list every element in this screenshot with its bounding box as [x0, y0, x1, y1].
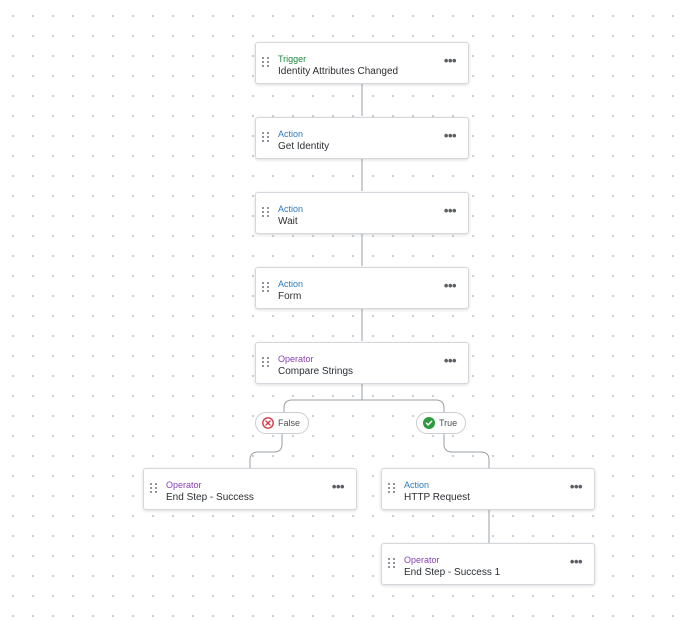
more-horizontal-icon[interactable]: •••	[443, 128, 457, 143]
connector-line	[362, 399, 445, 412]
x-circle-icon	[262, 417, 274, 429]
node-title: End Step - Success	[166, 492, 254, 503]
node-type-label: Operator	[278, 354, 314, 364]
node-title: Compare Strings	[278, 366, 354, 377]
node-title: Get Identity	[278, 141, 330, 152]
drag-handle-icon[interactable]	[150, 483, 158, 495]
workflow-node-form[interactable]: Action Form •••	[255, 267, 469, 309]
more-horizontal-icon[interactable]: •••	[331, 479, 345, 494]
drag-handle-icon[interactable]	[262, 282, 270, 294]
drag-handle-icon[interactable]	[262, 132, 270, 144]
connector-line	[443, 434, 490, 468]
workflow-node-end-step-success-1[interactable]: Operator End Step - Success 1 •••	[381, 543, 595, 585]
branch-true-label: True	[439, 418, 458, 428]
more-horizontal-icon[interactable]: •••	[443, 203, 457, 218]
node-title: Form	[278, 291, 302, 302]
workflow-node-http-request[interactable]: Action HTTP Request •••	[381, 468, 595, 510]
workflow-node-end-step-success[interactable]: Operator End Step - Success •••	[143, 468, 357, 510]
connector-line	[283, 384, 363, 412]
more-horizontal-icon[interactable]: •••	[569, 479, 583, 494]
node-type-label: Action	[278, 279, 304, 289]
workflow-node-get-identity[interactable]: Action Get Identity •••	[255, 117, 469, 159]
workflow-node-wait[interactable]: Action Wait •••	[255, 192, 469, 234]
connector-line	[249, 434, 283, 468]
more-horizontal-icon[interactable]: •••	[443, 353, 457, 368]
drag-handle-icon[interactable]	[262, 57, 270, 69]
check-circle-icon	[423, 417, 435, 429]
node-type-label: Action	[278, 204, 304, 214]
node-title: End Step - Success 1	[404, 567, 501, 578]
workflow-node-trigger[interactable]: Trigger Identity Attributes Changed •••	[255, 42, 469, 84]
node-type-label: Operator	[166, 480, 202, 490]
workflow-node-compare-strings[interactable]: Operator Compare Strings •••	[255, 342, 469, 384]
drag-handle-icon[interactable]	[388, 558, 396, 570]
branch-false-pill[interactable]: False	[255, 412, 310, 434]
node-type-label: Trigger	[278, 54, 307, 64]
drag-handle-icon[interactable]	[262, 357, 270, 369]
branch-false-label: False	[278, 418, 301, 428]
more-horizontal-icon[interactable]: •••	[443, 53, 457, 68]
branch-true-pill[interactable]: True	[416, 412, 467, 434]
node-type-label: Operator	[404, 555, 440, 565]
node-title: HTTP Request	[404, 492, 470, 503]
node-title: Identity Attributes Changed	[278, 66, 399, 77]
node-type-label: Action	[278, 129, 304, 139]
drag-handle-icon[interactable]	[388, 483, 396, 495]
node-title: Wait	[278, 216, 298, 227]
more-horizontal-icon[interactable]: •••	[569, 554, 583, 569]
more-horizontal-icon[interactable]: •••	[443, 278, 457, 293]
drag-handle-icon[interactable]	[262, 207, 270, 219]
node-type-label: Action	[404, 480, 430, 490]
